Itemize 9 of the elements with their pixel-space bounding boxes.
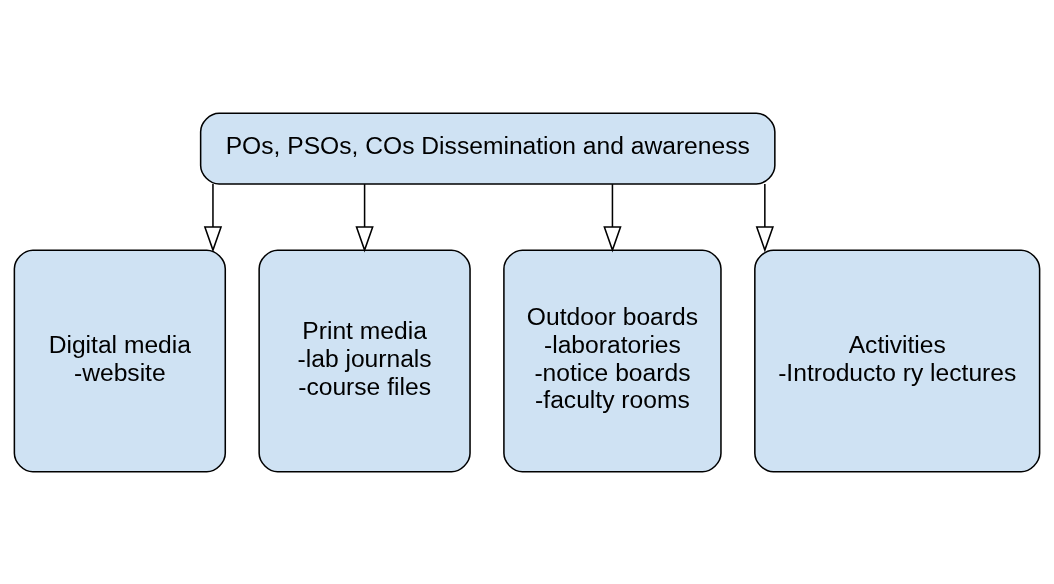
node-box: POs, PSOs, COs Dissemination and awareness xyxy=(199,111,776,185)
arrow xyxy=(755,182,774,252)
node-box: Activities -Introducto ry lectures xyxy=(754,248,1041,473)
arrow xyxy=(203,182,223,252)
arrow xyxy=(355,182,374,252)
node-box: Print media -lab journals -course files xyxy=(258,248,471,473)
node-box: Outdoor boards -laboratories -notice boards -faculty rooms xyxy=(503,248,722,473)
arrow xyxy=(603,182,622,252)
node-box: Digital media -website xyxy=(13,248,227,473)
